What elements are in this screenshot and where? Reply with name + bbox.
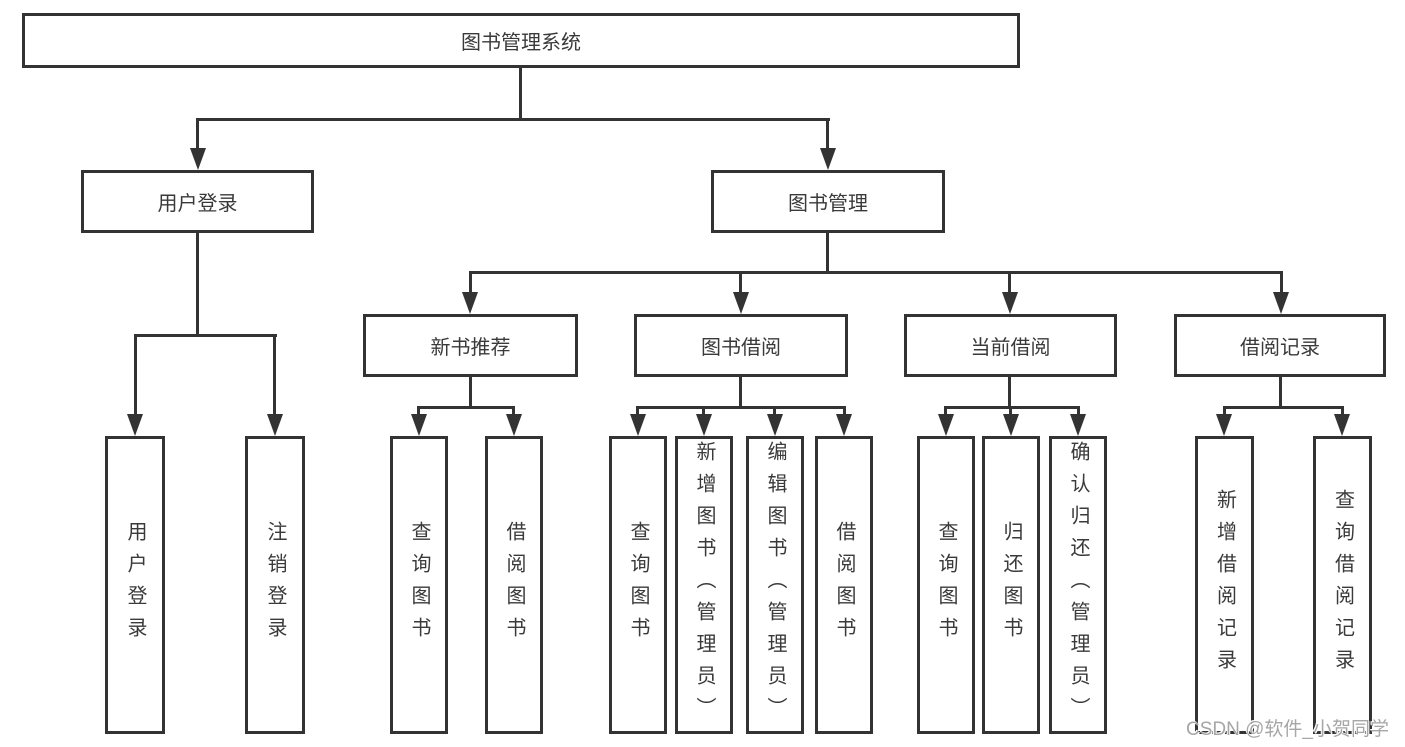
- connector-line: [739, 271, 742, 295]
- connector-line: [134, 334, 277, 337]
- arrowhead-down-icon: [267, 414, 283, 436]
- connector-line: [197, 118, 830, 121]
- connector-line: [469, 271, 472, 295]
- leaf-add-book-admin: 新增图书（管理员）: [675, 436, 733, 734]
- arrowhead-down-icon: [1003, 414, 1019, 436]
- connector-line: [196, 233, 199, 335]
- connector-line: [1223, 406, 1226, 418]
- leaf-query-borrow-record: 查询借阅记录: [1313, 436, 1372, 734]
- connector-line: [1279, 377, 1282, 408]
- node-book-borrowing: 图书借阅: [634, 314, 848, 377]
- connector-line: [1008, 377, 1011, 408]
- arrowhead-down-icon: [411, 414, 427, 436]
- node-borrow-records: 借阅记录: [1174, 314, 1386, 377]
- arrowhead-down-icon: [190, 148, 206, 170]
- connector-line: [1341, 406, 1344, 418]
- arrowhead-down-icon: [836, 414, 852, 436]
- node-new-book-recommend: 新书推荐: [363, 314, 578, 377]
- connector-line: [1280, 271, 1283, 295]
- connector-line: [636, 406, 639, 418]
- arrowhead-down-icon: [1273, 292, 1289, 314]
- connector-line: [739, 377, 742, 408]
- arrowhead-down-icon: [820, 148, 836, 170]
- connector-line: [273, 334, 276, 420]
- connector-line: [636, 406, 846, 409]
- connector-line: [826, 118, 829, 152]
- connector-line: [469, 271, 1283, 274]
- leaf-return-book: 归还图书: [982, 436, 1040, 734]
- arrowhead-down-icon: [1070, 414, 1086, 436]
- leaf-borrow-books: 借阅图书: [815, 436, 873, 734]
- connector-line: [417, 406, 420, 418]
- connector-line: [1223, 406, 1344, 409]
- leaf-logout: 注销登录: [245, 436, 305, 734]
- connector-line: [1009, 406, 1012, 418]
- connector-line: [944, 406, 1080, 409]
- connector-line: [469, 377, 472, 408]
- leaf-borrow-books: 借阅图书: [485, 436, 543, 734]
- arrowhead-down-icon: [127, 414, 143, 436]
- leaf-edit-book-admin: 编辑图书（管理员）: [746, 436, 804, 734]
- leaf-query-books: 查询图书: [390, 436, 448, 734]
- arrowhead-down-icon: [1334, 414, 1350, 436]
- arrowhead-down-icon: [462, 292, 478, 314]
- connector-line: [944, 406, 947, 418]
- connector-line: [512, 406, 515, 418]
- leaf-user-login: 用户登录: [105, 436, 165, 734]
- leaf-confirm-return-admin: 确认归还（管理员）: [1049, 436, 1107, 734]
- node-book-management: 图书管理: [711, 170, 945, 233]
- arrowhead-down-icon: [630, 414, 646, 436]
- leaf-query-books: 查询图书: [609, 436, 667, 734]
- connector-line: [519, 68, 522, 119]
- connector-line: [826, 233, 829, 273]
- connector-line: [417, 406, 515, 409]
- arrowhead-down-icon: [696, 414, 712, 436]
- node-user-login: 用户登录: [81, 170, 314, 233]
- arrowhead-down-icon: [733, 292, 749, 314]
- connector-line: [843, 406, 846, 418]
- connector-line: [702, 406, 705, 418]
- leaf-add-borrow-record: 新增借阅记录: [1195, 436, 1254, 734]
- arrowhead-down-icon: [1002, 292, 1018, 314]
- connector-line: [1077, 406, 1080, 418]
- leaf-query-books: 查询图书: [917, 436, 975, 734]
- arrowhead-down-icon: [506, 414, 522, 436]
- connector-line: [196, 118, 199, 152]
- arrowhead-down-icon: [938, 414, 954, 436]
- node-current-borrowing: 当前借阅: [904, 314, 1117, 377]
- arrowhead-down-icon: [767, 414, 783, 436]
- arrowhead-down-icon: [1216, 414, 1232, 436]
- connector-line: [1008, 271, 1011, 295]
- csdn-watermark: CSDN @软件_小贺同学: [1186, 719, 1389, 740]
- connector-line: [773, 406, 776, 418]
- connector-line: [134, 334, 137, 420]
- node-library-management-system: 图书管理系统: [22, 13, 1020, 68]
